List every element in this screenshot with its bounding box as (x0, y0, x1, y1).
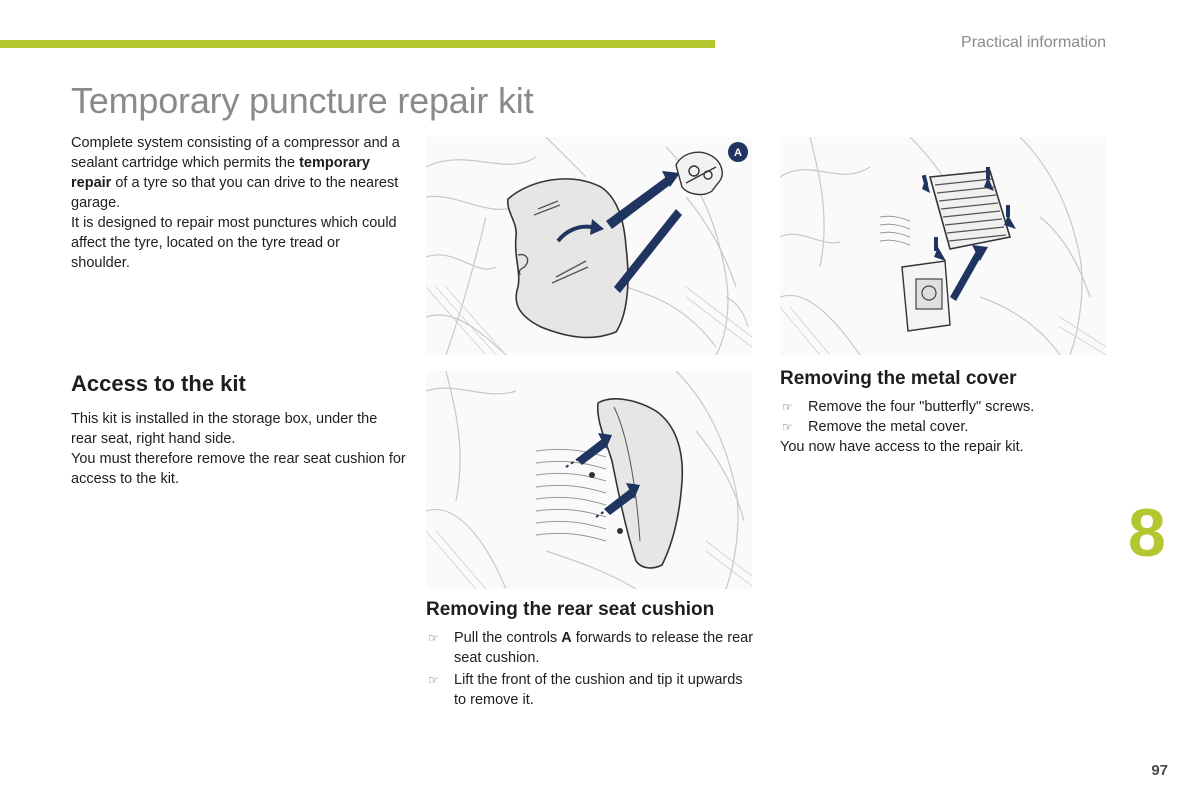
header-accent-bar (0, 40, 715, 48)
illustration-seat-control: A (426, 137, 752, 355)
metal-step-2: ☞Remove the metal cover. (782, 419, 969, 435)
rear-step-2: ☞Lift the front of the cushion and tip i… (428, 672, 743, 708)
access-text: This kit is installed in the storage box… (71, 409, 406, 489)
section-label: Practical information (961, 34, 1106, 51)
rear-step-1: ☞Pull the controls A forwards to release… (428, 630, 754, 666)
intro-bold-term: temporary repair (71, 155, 370, 191)
illustration-metal-cover (780, 137, 1106, 355)
rear-seat-steps: ☞Pull the controls A forwards to release… (426, 628, 756, 712)
access-heading: Access to the kit (71, 371, 246, 396)
pointing-hand-icon: ☞ (782, 400, 793, 414)
illustration-cushion-tip (426, 371, 752, 589)
access-paragraph-1: This kit is installed in the storage box… (71, 411, 378, 447)
page-title: Temporary puncture repair kit (71, 80, 534, 121)
metal-cover-steps: ☞Remove the four "butterfly" screws. ☞Re… (780, 397, 1110, 437)
intro-paragraph-1: Complete system consisting of a compress… (71, 135, 400, 211)
pointing-hand-icon: ☞ (428, 673, 439, 687)
access-paragraph-2: You must therefore remove the rear seat … (71, 451, 406, 487)
pointing-hand-icon: ☞ (428, 631, 439, 645)
control-a-ref: A (561, 630, 572, 646)
chapter-number: 8 (1128, 495, 1166, 571)
metal-cover-result: You now have access to the repair kit. (780, 439, 1024, 455)
intro-paragraph-2: It is designed to repair most punctures … (71, 215, 397, 271)
page-number: 97 (1151, 762, 1168, 779)
intro-text: Complete system consisting of a compress… (71, 133, 401, 273)
rear-seat-heading: Removing the rear seat cushion (426, 599, 715, 620)
metal-step-1: ☞Remove the four "butterfly" screws. (782, 399, 1035, 415)
metal-cover-heading: Removing the metal cover (780, 368, 1017, 389)
pointing-hand-icon: ☞ (782, 420, 793, 434)
callout-a-label: A (734, 147, 742, 159)
